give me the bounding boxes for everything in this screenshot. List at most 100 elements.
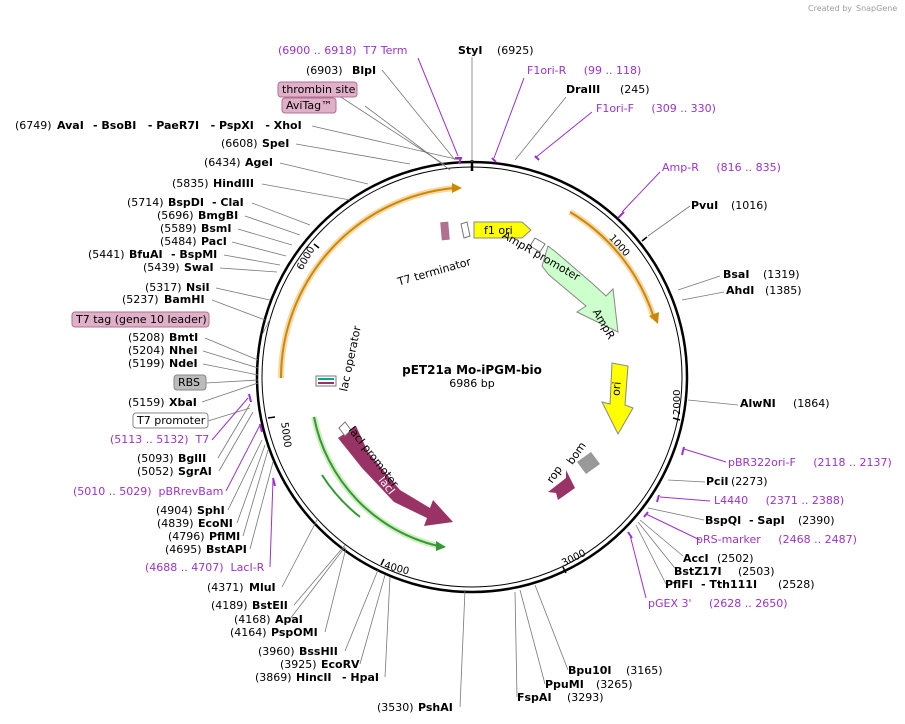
lac-operator-bar2: [318, 382, 334, 384]
site-pos: (5835): [172, 177, 209, 190]
orf-arc-right: [569, 211, 655, 319]
site-pos: (3293): [567, 691, 604, 704]
site-pos: (3530): [377, 701, 414, 714]
site-pos: (5441): [88, 248, 125, 261]
site-pos: (5159): [128, 396, 165, 409]
site-pos: (4839): [157, 517, 194, 530]
site-pos: (2503): [738, 565, 775, 578]
site-name: PacI: [201, 235, 227, 248]
site-name: PshAI: [418, 701, 453, 714]
site-pos: (2390): [798, 514, 835, 527]
site-name: SwaI: [184, 261, 214, 274]
site-pos: (3265): [596, 678, 633, 691]
primer-f1ori-f: F1ori-F (309 .. 330): [596, 102, 716, 115]
orf-arc-left: [280, 187, 455, 379]
site-name: BsmI: [201, 222, 232, 235]
boxed-labels: thrombin site AviTag™ T7 tag (gene 10 le…: [71, 81, 358, 429]
site-pos: (4189): [211, 599, 248, 612]
primer-pbr322ori-f: pBR322ori-F (2118 .. 2137): [728, 456, 892, 469]
primer-laci-r: (4688 .. 4707) LacI-R: [145, 561, 265, 574]
site-name: AlwNI: [740, 397, 776, 410]
thrombin-box: [277, 81, 358, 98]
primer-l4440: L4440 (2371 .. 2388): [714, 494, 844, 507]
primer-amp-r: Amp-R (816 .. 835): [662, 161, 781, 174]
f1-ori-label: f1 ori: [484, 224, 513, 237]
leader-lines-left: [201, 69, 466, 708]
laci-orf-arc-head: [436, 541, 446, 551]
site-pos: (5589): [160, 222, 197, 235]
site-pos: (1385): [765, 284, 802, 297]
site-pos: (6925): [497, 44, 534, 57]
primer-prs-marker: pRS-marker (2468 .. 2487): [696, 533, 857, 546]
site-pos: (1016): [731, 199, 768, 212]
f1-ori-feature: [473, 221, 532, 239]
site-pos: (2528): [778, 578, 815, 591]
site-name: FspAI: [517, 691, 552, 704]
leader-lines-right: [471, 57, 739, 698]
avitag-box: [281, 97, 337, 114]
site-pos: (5237): [122, 293, 159, 306]
site-pos: (5208): [128, 331, 165, 344]
site-pos: (4168): [234, 613, 271, 626]
site-name: HincII: [296, 671, 332, 684]
laci-feature: [338, 426, 453, 526]
site-pos: (5439): [143, 261, 180, 274]
site-name: SgrAI: [178, 465, 212, 478]
rop-feature: [548, 470, 575, 500]
rbs-box: [173, 374, 207, 391]
site-pos: (5714): [127, 196, 164, 209]
t7promoter-box: [132, 412, 209, 429]
site-pos: (2502): [717, 552, 754, 565]
site-name: Bpu10I: [568, 664, 612, 677]
laci-promoter-orf: [321, 474, 361, 518]
primer-leader-lines: [211, 57, 727, 599]
site-name: XbaI: [169, 396, 197, 409]
right-site-labels: StyI (6925) DraIII (245) PvuI (1016) Bsa…: [458, 44, 835, 704]
site-name: AhdI: [726, 284, 754, 297]
site-pos: (5093): [137, 452, 174, 465]
orf-arc-right-head: [649, 312, 659, 324]
site-pos: (1319): [763, 268, 800, 281]
site-extra: - HpaI: [342, 671, 379, 684]
site-name: PflFI: [665, 578, 693, 591]
primer-labels: (6900 .. 6918) T7 Term F1ori-R (99 .. 11…: [73, 44, 892, 610]
rbs-label: RBS: [178, 376, 200, 389]
left-site-labels: (6903) BlpI (6749) AvaI - BsoBI - PaeR7I…: [15, 64, 453, 714]
site-pos: (4371): [207, 581, 244, 594]
site-name: StyI: [458, 44, 482, 57]
site-pos: (5696): [157, 209, 194, 222]
site-pos: (3960): [258, 645, 295, 658]
t7tag-label: T7 tag (gene 10 leader): [75, 313, 207, 326]
laci-promoter-feature: [338, 421, 352, 437]
site-name: HindIII: [213, 177, 254, 190]
site-name: NheI: [169, 344, 198, 357]
site-pos: (3869): [255, 671, 292, 684]
site-name: AgeI: [245, 156, 273, 169]
watermark-brand: SnapGene: [856, 4, 897, 13]
site-pos: (1864): [793, 397, 830, 410]
primer-t7: (5113 .. 5132) T7: [110, 433, 209, 446]
primer-pbrrevbam: (5010 .. 5029) pBRrevBam: [73, 485, 223, 498]
site-pos: (4164): [230, 626, 267, 639]
site-name: PflMI: [209, 530, 240, 543]
t7-terminator-label: T7 terminator: [395, 255, 473, 289]
primer-pgex3: pGEX 3' (2628 .. 2650): [648, 597, 788, 610]
scale-ticks: [267, 236, 681, 574]
thrombin-label: thrombin site: [282, 83, 356, 96]
site-pos: (5484): [160, 235, 197, 248]
primer-t7-term: (6900 .. 6918) T7 Term: [278, 44, 407, 57]
site-name: BspQI: [705, 514, 741, 527]
lac-operator-label: lac operator: [337, 324, 364, 392]
t7-terminator-small: [460, 221, 471, 239]
site-name: BmtI: [169, 331, 198, 344]
plasmid-size: 6986 bp: [449, 377, 494, 390]
tick-5000: 5000: [278, 422, 292, 449]
site-name: AvaI: [57, 119, 84, 132]
site-pos: (6903): [306, 64, 343, 77]
site-name: PvuI: [691, 199, 718, 212]
t7tag-box: [71, 311, 210, 328]
site-extra: - ClaI: [212, 196, 244, 209]
site-name: BstEII: [252, 599, 288, 612]
site-pos: (245): [620, 83, 650, 96]
site-name: MluI: [249, 581, 276, 594]
